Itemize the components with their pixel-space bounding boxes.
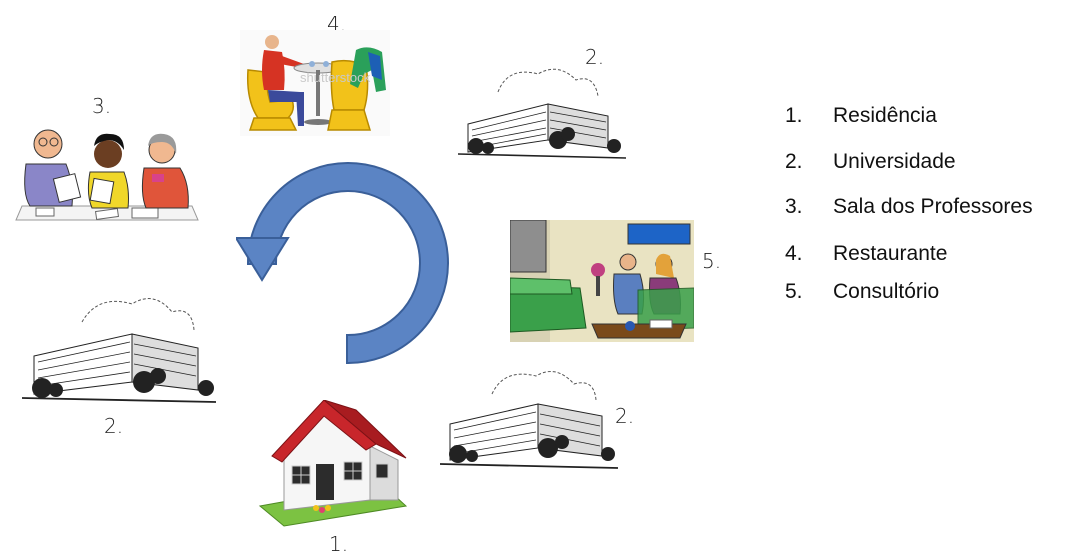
label-office: 5. — [702, 249, 722, 273]
legend-number: 2. — [785, 150, 803, 173]
restaurant-illustration: shutterstock — [240, 30, 390, 136]
home-illustration — [258, 400, 408, 527]
legend-label: Restaurante — [833, 242, 948, 265]
legend-number: 1. — [785, 104, 803, 127]
label-university-right: 2. — [615, 404, 635, 428]
office-illustration — [510, 220, 694, 342]
legend-item-residence: 1. Residência — [785, 104, 937, 128]
legend-item-office: 5. Consultório — [785, 280, 939, 304]
legend-item-university: 2. Universidade — [785, 150, 956, 174]
university-building-top-illustration — [458, 68, 627, 159]
legend-label: Sala dos Professores — [833, 195, 1033, 218]
legend-label: Residência — [833, 104, 937, 127]
cycle-arrow — [236, 162, 449, 365]
legend-number: 3. — [785, 195, 803, 218]
label-home: 1. — [329, 532, 349, 556]
watermark-text: shutterstock — [300, 70, 371, 85]
label-university-top: 2. — [585, 45, 605, 69]
legend-label: Universidade — [833, 150, 956, 173]
teachers-room-illustration — [15, 129, 199, 221]
legend-item-teachers-room: 3. Sala dos Professores — [785, 195, 1033, 219]
label-teachers-room: 3. — [92, 94, 112, 118]
legend-number: 4. — [785, 242, 803, 265]
legend-number: 5. — [785, 280, 803, 303]
legend-item-restaurant: 4. Restaurante — [785, 242, 947, 266]
legend-label: Consultório — [833, 280, 940, 303]
label-university-left: 2. — [104, 414, 124, 438]
university-building-right-illustration — [440, 371, 619, 469]
university-building-left-illustration — [22, 298, 217, 403]
